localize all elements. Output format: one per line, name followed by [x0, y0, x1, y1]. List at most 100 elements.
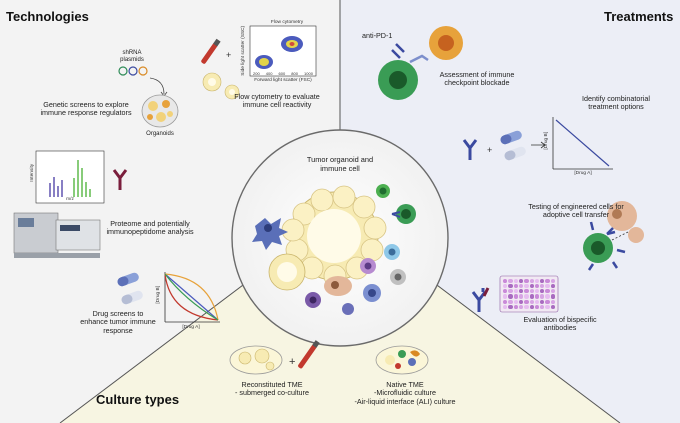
plate-well [524, 299, 529, 304]
plate-well [534, 304, 540, 309]
plate-well [503, 299, 508, 304]
plate-well [550, 304, 555, 309]
plate-well [550, 284, 555, 289]
shrna-label: shRNA plasmids [102, 50, 162, 64]
mass-spectrometer-icon [13, 212, 101, 258]
plate-well [508, 289, 513, 294]
plate-well [540, 294, 545, 299]
mass-spectrum-icon [35, 150, 105, 204]
antibody-icon [112, 169, 128, 190]
plate-well [529, 289, 534, 294]
section-title-treatments: Treatments [604, 9, 674, 24]
engineered-cells-label: Testing of engineered cells for adoptive… [512, 202, 640, 220]
section-title-culture-types: Culture types [96, 392, 180, 407]
flow-cytometry-label: Flow cytometry to evaluate immune cell r… [218, 92, 336, 110]
drug-synergy-plot [164, 272, 220, 323]
plate-well [540, 279, 545, 284]
plate-well [508, 299, 513, 304]
capsule-icon [500, 130, 546, 161]
native-tme-sub1: -Microfluidic culture [374, 388, 436, 398]
ms-xlabel: m/z [66, 197, 74, 202]
checkpoint-line1: Assessment of immune [439, 70, 515, 79]
plate-well [503, 284, 508, 289]
plate-well [508, 294, 513, 299]
checkpoint-label: Assessment of immune checkpoint blockade [427, 70, 527, 88]
combination-line2: treatment options [588, 102, 644, 112]
plate-well [518, 294, 524, 299]
antibody-icon: + [462, 139, 492, 160]
plate-well [545, 304, 550, 309]
drug-screens-label: Drug screens to enhance tumor immune res… [68, 309, 168, 335]
drug-screens-line3: response [103, 325, 133, 335]
flow-tick: 400 [265, 71, 273, 76]
bispecific-label: Evaluation of bispecific antibodies [510, 315, 610, 333]
flow-tick: 800 [291, 71, 298, 76]
flow-plot-xlabel: Forward light scatter (FSC) [254, 78, 312, 83]
center-title-line2: immune cell [320, 163, 360, 173]
tumor-cell-icon [607, 201, 644, 243]
svg-text:+: + [289, 356, 295, 368]
combination-line1: Identify combinatorial [582, 94, 650, 103]
drug-screens-line1: Drug screens to [92, 309, 144, 318]
plate-well [545, 284, 550, 289]
tumor-cell-icon [429, 26, 463, 60]
plate-well [534, 289, 540, 294]
engineered-cells-line1: Testing of engineered cells for [528, 202, 624, 211]
plate-well [545, 279, 550, 284]
proteome-line1: Proteome and potentially [110, 219, 190, 228]
plate-well [513, 304, 518, 309]
plate-well [518, 304, 524, 309]
native-tme-label: Native TME -Microfluidic culture -Air-li… [340, 380, 470, 406]
plate-well [540, 304, 545, 309]
plate-well [503, 279, 508, 284]
plate-well [534, 284, 540, 289]
bispecific-line2: antibodies [543, 323, 577, 333]
tumor-cell-icon [305, 244, 406, 315]
combo-plot-ylabel: [Drug B] [544, 131, 550, 150]
plate-well [529, 284, 534, 289]
plate-well [545, 294, 550, 299]
flow-plot-title: Flow cytometry [270, 20, 304, 25]
plate-well [529, 304, 534, 309]
engineered-cells-line2: adoptive cell transfer [542, 210, 610, 220]
svg-text:+: + [487, 145, 492, 155]
plate-well [524, 279, 529, 284]
native-tme-sub2: -Air-liquid interface (ALI) culture [354, 396, 456, 406]
reconstituted-tme-title: Reconstituted TME [241, 380, 303, 389]
plate-well [518, 284, 524, 289]
blood-tube-icon [298, 340, 320, 369]
capsule-icon [117, 272, 143, 305]
plate-well [524, 284, 529, 289]
technologies-region [0, 0, 340, 423]
genetic-screens-line1: Genetic screens to explore [43, 100, 129, 109]
blood-tube-icon: + [201, 38, 231, 64]
organoids-label: Organoids [146, 131, 174, 137]
plate-well [518, 299, 524, 304]
plate-well [545, 299, 550, 304]
plate-well [518, 279, 524, 284]
treatments-region [340, 0, 680, 423]
ms-ylabel: Intensity [30, 163, 36, 182]
plate-well [550, 279, 555, 284]
plate-well [529, 279, 534, 284]
organoid-dish-icon [141, 94, 179, 128]
plate-well [524, 304, 529, 309]
reconstituted-tme-label: Reconstituted TME - submerged co-culture [222, 380, 322, 398]
plate-well [524, 289, 529, 294]
flow-organoids-icon [202, 72, 240, 100]
plate-well [540, 289, 545, 294]
t-cell-pd1-icon [378, 43, 429, 100]
bispecific-antibody-icon [471, 287, 490, 312]
plate-well [518, 289, 524, 294]
native-tissue-dish-icon [375, 345, 429, 375]
flow-plot-icon [249, 25, 317, 77]
plate-well [513, 294, 518, 299]
reconstituted-tme-sub: - submerged co-culture [235, 388, 309, 398]
genetic-screens-label: Genetic screens to explore immune respon… [25, 100, 147, 118]
petri-dish-icon: + [229, 345, 295, 375]
shrna-label-line2: plasmids [120, 56, 144, 63]
native-tme-title: Native TME [386, 380, 424, 389]
car-t-cell-icon [583, 221, 629, 271]
center-title: Tumor organoid and immune cell [290, 155, 390, 173]
